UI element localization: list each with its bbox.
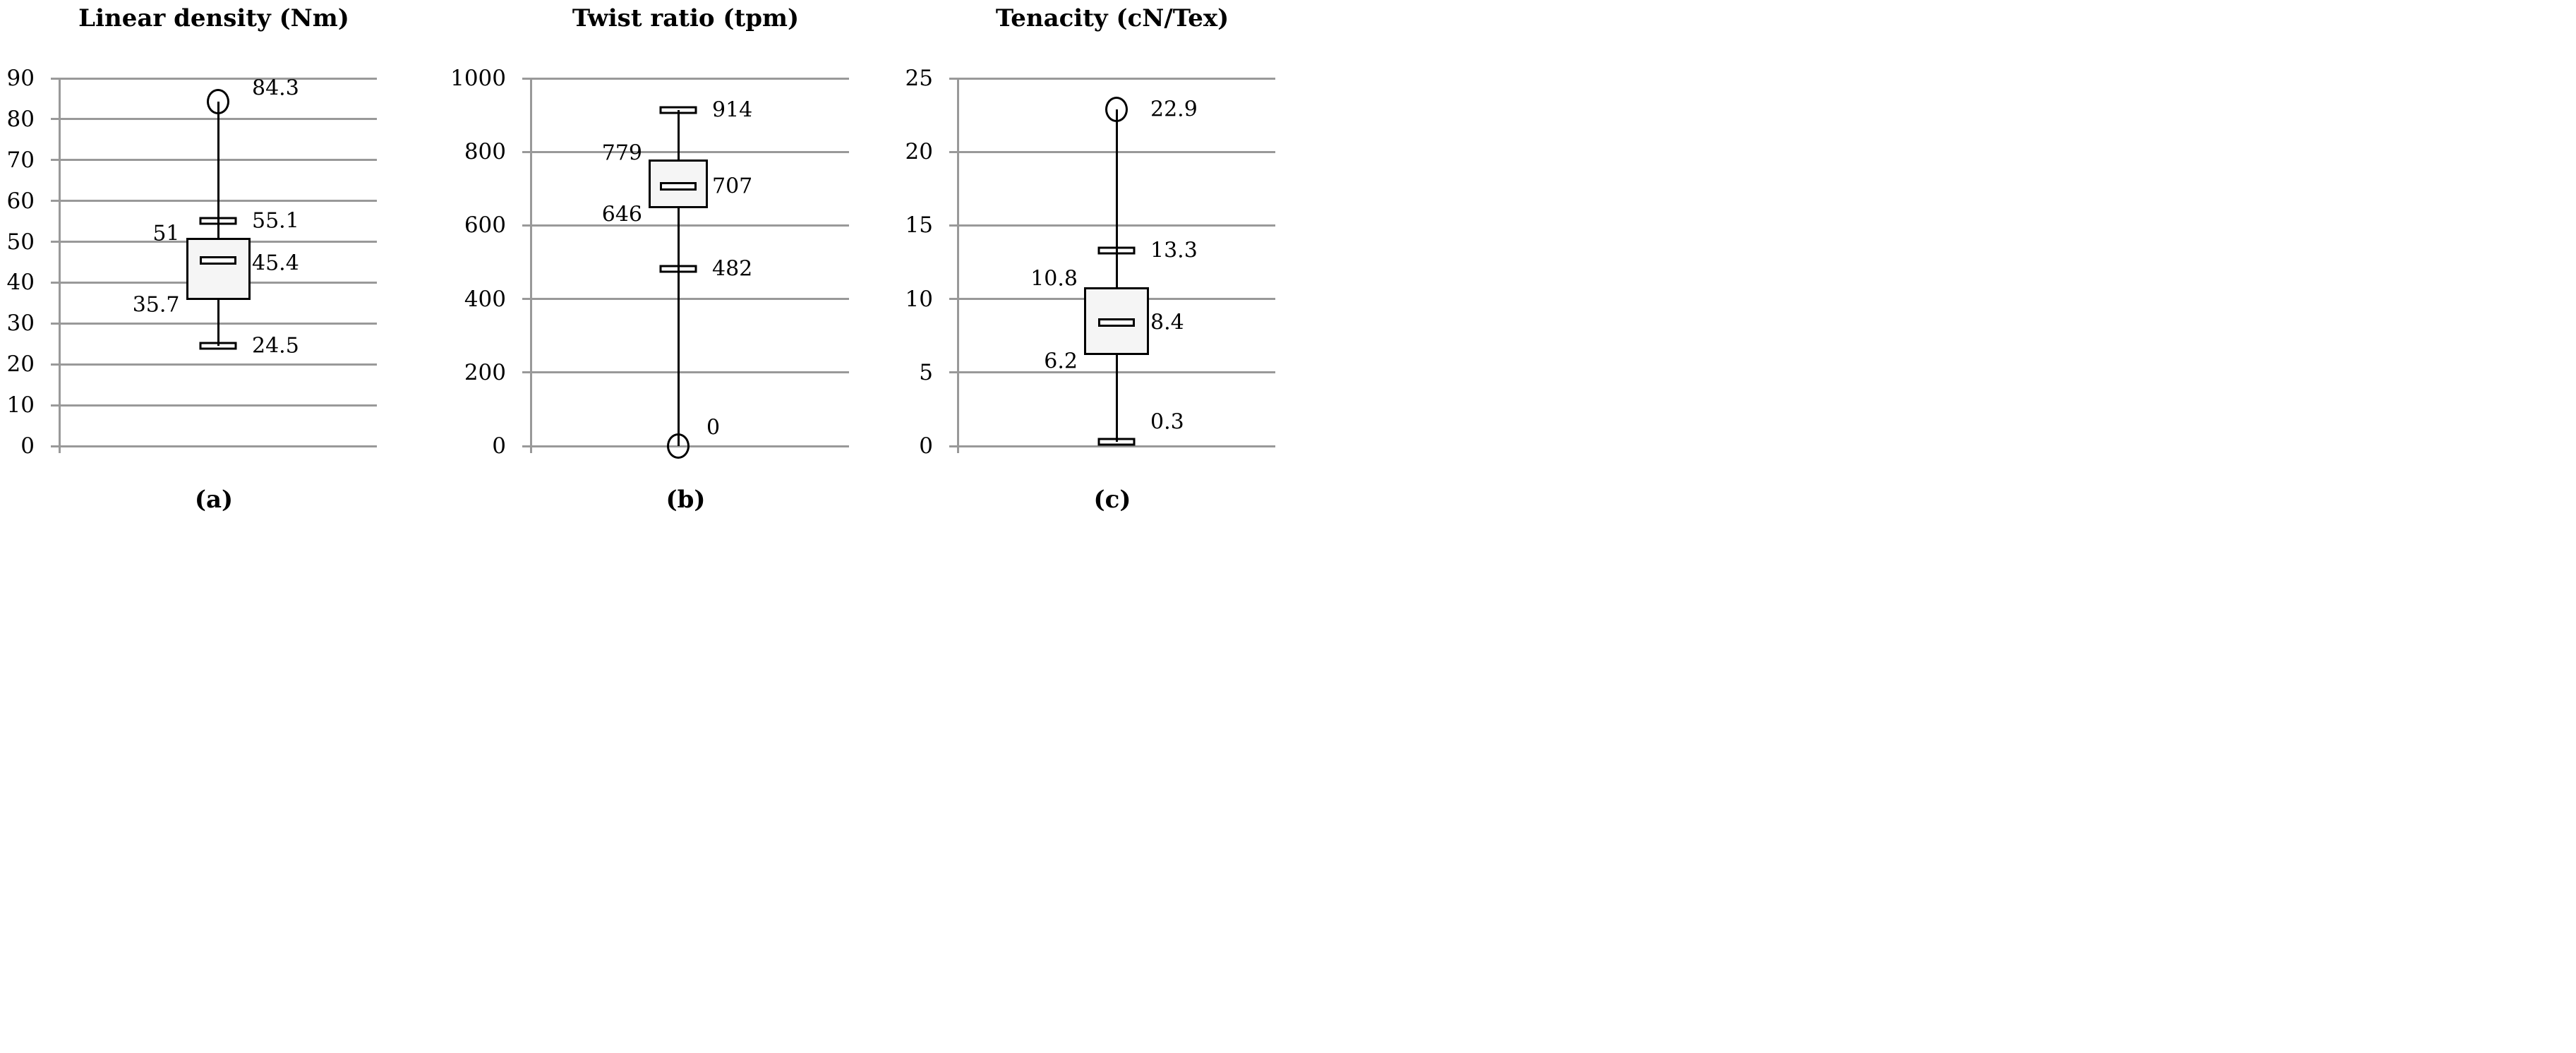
y-tick-label: 70 — [6, 147, 35, 173]
data-label: 22.9 — [1150, 97, 1198, 122]
data-label: 779 — [601, 140, 642, 166]
data-label: 914 — [712, 97, 753, 123]
data-label: 84.3 — [252, 76, 299, 101]
gridline — [949, 445, 1275, 447]
outlier-circle — [207, 88, 229, 114]
chart-title-b: Twist ratio (tpm) — [572, 4, 800, 32]
y-tick-label: 50 — [6, 229, 35, 255]
gridline — [522, 150, 849, 153]
y-tick-label: 0 — [492, 433, 506, 459]
y-tick-label: 60 — [6, 188, 35, 214]
data-label: 10.8 — [1030, 266, 1078, 291]
whisker-cap — [199, 342, 237, 350]
y-tick-label: 10 — [6, 392, 35, 419]
chart-caption-a: (a) — [194, 486, 234, 514]
gridline — [51, 118, 377, 121]
y-tick-label: 1000 — [450, 66, 506, 91]
gridline — [949, 371, 1275, 374]
y-axis-line — [58, 78, 61, 453]
gridline — [522, 371, 849, 374]
whisker-cap — [199, 217, 237, 225]
y-tick-label: 40 — [6, 270, 35, 296]
box — [186, 237, 251, 301]
chart-caption-b: (b) — [666, 486, 706, 514]
y-axis-line — [529, 78, 532, 453]
chart-title-c: Tenacity (cN/Tex) — [995, 4, 1229, 32]
data-label: 0.3 — [1150, 409, 1184, 435]
gridline — [51, 363, 377, 366]
chart-title-a: Linear density (Nm) — [78, 4, 349, 32]
whisker-line — [1115, 109, 1118, 442]
y-tick-label: 90 — [6, 66, 35, 91]
whisker-cap — [1097, 438, 1136, 446]
median-marker — [200, 256, 236, 265]
data-label: 0 — [706, 415, 721, 440]
median-marker — [1098, 318, 1135, 327]
outlier-circle — [1105, 96, 1128, 122]
data-label: 646 — [601, 202, 642, 227]
y-tick-label: 15 — [905, 212, 933, 239]
whisker-cap — [659, 265, 697, 273]
gridline — [522, 77, 849, 80]
gridline — [522, 224, 849, 227]
y-tick-label: 10 — [905, 286, 933, 312]
data-label: 24.5 — [252, 333, 299, 359]
y-tick-label: 30 — [6, 311, 35, 337]
gridline — [51, 322, 377, 325]
gridline — [522, 298, 849, 301]
data-label: 35.7 — [132, 292, 180, 318]
gridline — [51, 200, 377, 203]
data-label: 13.3 — [1150, 238, 1198, 263]
gridline — [949, 77, 1275, 80]
y-axis-line — [956, 78, 959, 453]
data-label: 6.2 — [1044, 349, 1078, 374]
y-tick-label: 0 — [20, 433, 35, 459]
whisker-line — [677, 109, 680, 446]
y-tick-label: 20 — [905, 139, 933, 165]
whisker-cap — [659, 106, 697, 114]
y-tick-label: 80 — [6, 106, 35, 132]
gridline — [51, 445, 377, 447]
gridline — [949, 224, 1275, 227]
chart-caption-c: (c) — [1093, 486, 1131, 514]
data-label: 55.1 — [252, 208, 299, 234]
y-tick-label: 5 — [919, 359, 933, 385]
y-tick-label: 400 — [464, 286, 506, 312]
data-label: 707 — [712, 174, 753, 199]
gridline — [51, 159, 377, 162]
y-tick-label: 25 — [905, 66, 933, 91]
data-label: 482 — [712, 256, 753, 282]
data-label: 8.4 — [1150, 310, 1184, 335]
gridline — [51, 404, 377, 407]
y-tick-label: 800 — [464, 139, 506, 165]
y-tick-label: 600 — [464, 212, 506, 239]
outlier-circle — [667, 433, 690, 459]
gridline — [949, 150, 1275, 153]
y-tick-label: 0 — [919, 433, 933, 459]
median-marker — [660, 181, 697, 191]
gridline — [51, 77, 377, 80]
data-label: 51 — [152, 221, 180, 246]
whisker-cap — [1097, 246, 1136, 255]
data-label: 45.4 — [252, 251, 299, 276]
y-tick-label: 20 — [6, 351, 35, 378]
y-tick-label: 200 — [464, 359, 506, 385]
